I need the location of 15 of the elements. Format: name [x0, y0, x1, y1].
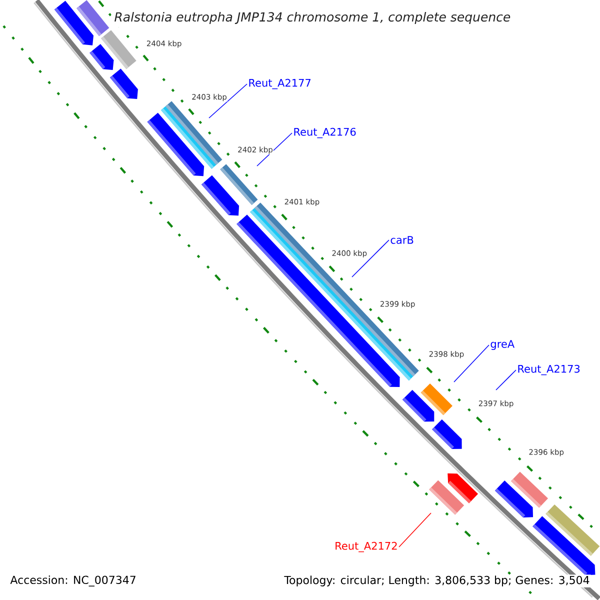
leader-line: [454, 344, 490, 382]
leader-line: [208, 84, 248, 118]
gene-label: Reut_A2176: [294, 128, 356, 138]
gene-label: Reut_A2172: [336, 542, 397, 552]
accession-text: Accession: NC_007347: [10, 576, 136, 586]
gene-label: greA: [490, 340, 515, 350]
leader-line: [496, 370, 516, 390]
gene-label: Reut_A2177: [249, 78, 310, 90]
gene-label: carB: [390, 236, 414, 244]
leader-line: [256, 132, 292, 166]
genome-info-text: Topology: circular; Length: 3,806,533 bp; Genes: 3,504: [283, 574, 591, 588]
gene-label: Reut_A2173: [518, 364, 580, 376]
leader-line: [352, 240, 390, 278]
leader-line: [398, 512, 432, 548]
title: Ralstonia eutropha JMP134 chromosome 1, complete sequence: [111, 8, 514, 28]
